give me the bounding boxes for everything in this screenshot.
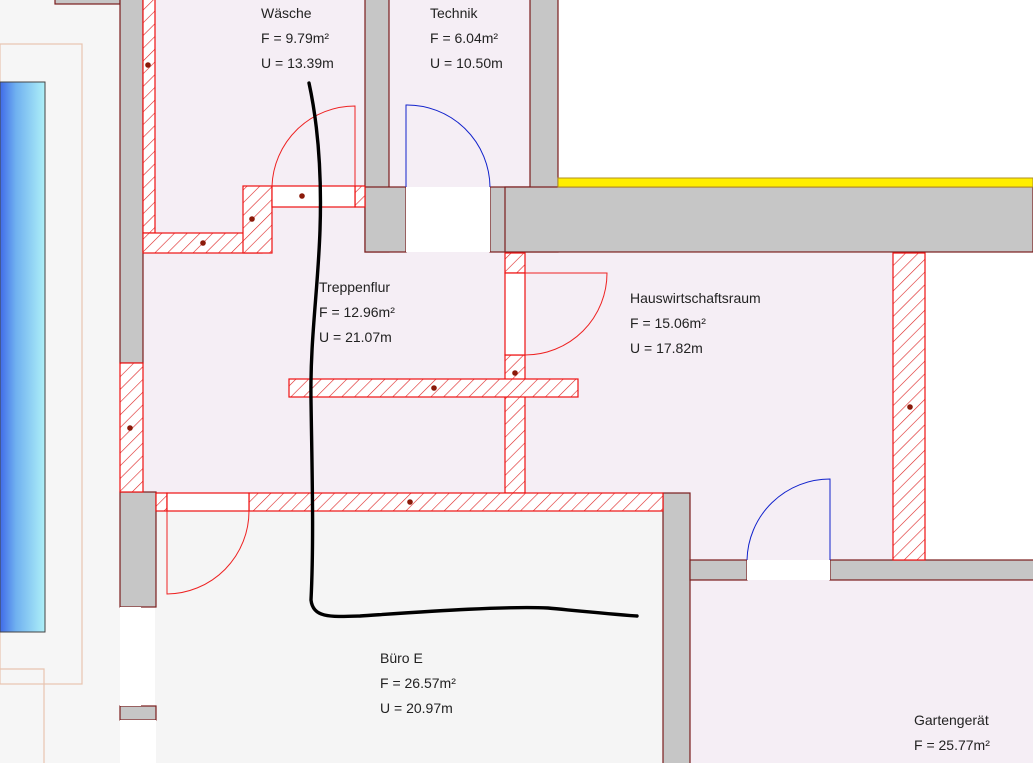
room-area: F = 12.96m² bbox=[319, 304, 395, 320]
hand-drawn-marker-line bbox=[307, 81, 639, 619]
room-label-waesche: Wäsche F = 9.79m² U = 13.39m bbox=[261, 1, 334, 76]
wall-technik-right bbox=[529, 0, 559, 199]
door-waesche bbox=[271, 185, 356, 208]
room-name: Treppenflur bbox=[319, 279, 391, 295]
door-hwr bbox=[504, 272, 526, 356]
door-swing-garten bbox=[746, 478, 831, 561]
door-swing-waesche bbox=[271, 105, 356, 187]
room-area: F = 25.77m² bbox=[914, 737, 990, 753]
room-buero-e bbox=[155, 511, 663, 763]
partition-buero-left-jamb bbox=[155, 492, 168, 512]
room-area: F = 9.79m² bbox=[261, 30, 330, 46]
room-fills bbox=[143, 0, 1033, 763]
wall-exterior-north bbox=[504, 186, 1033, 253]
room-area: F = 6.04m² bbox=[430, 30, 499, 46]
room-area: F = 26.57m² bbox=[380, 675, 456, 691]
room-name: Büro E bbox=[380, 650, 423, 666]
door-swings bbox=[166, 104, 831, 595]
wall-left-upper bbox=[119, 0, 144, 364]
room-name: Technik bbox=[430, 5, 478, 21]
room-name: Hauswirtschaftsraum bbox=[630, 290, 761, 306]
room-perimeter: U = 21.07m bbox=[319, 329, 392, 345]
room-treppenflur bbox=[143, 233, 513, 493]
room-gartengeraet bbox=[690, 580, 1033, 763]
room-area: F = 15.06m² bbox=[630, 315, 706, 331]
room-perimeter: U = 20.97m bbox=[380, 700, 453, 716]
wall-left-stub bbox=[119, 705, 157, 721]
door-swing-technik bbox=[405, 104, 491, 188]
wall-garten-left bbox=[689, 559, 748, 581]
room-perimeter: U = 10.50m bbox=[430, 55, 503, 71]
partition-door-jamb-top bbox=[504, 252, 526, 274]
door-opening-technik bbox=[406, 187, 490, 252]
room-label-technik: Technik F = 6.04m² U = 10.50m bbox=[430, 1, 503, 76]
door-swing-hwr bbox=[524, 272, 608, 356]
partition-waesche-step bbox=[242, 185, 273, 254]
pool-area bbox=[0, 0, 120, 763]
pool-water bbox=[0, 81, 46, 633]
room-perimeter: U = 17.82m bbox=[630, 340, 703, 356]
room-technik bbox=[389, 0, 530, 187]
door-buero bbox=[166, 492, 250, 512]
wall-garten-right bbox=[829, 559, 1033, 581]
room-label-treppenflur: Treppenflur F = 12.96m² U = 21.07m bbox=[319, 275, 395, 350]
room-label-buero-e: Büro E F = 26.57m² U = 20.97m bbox=[380, 646, 456, 721]
door-opening-garten bbox=[747, 560, 830, 580]
room-name: Gartengerät bbox=[914, 712, 989, 728]
concrete-walls bbox=[54, 0, 1033, 763]
room-label-gartengeraet: Gartengerät F = 25.77m² bbox=[914, 708, 990, 758]
wall-technik-bottom-left bbox=[364, 186, 407, 253]
wall-buero-right bbox=[662, 492, 691, 763]
window-opening-left bbox=[120, 607, 141, 706]
yellow-band bbox=[557, 177, 1033, 188]
wall-top-left bbox=[54, 0, 121, 5]
wall-left-lower bbox=[119, 491, 157, 608]
wall-markers bbox=[127, 62, 913, 505]
door-swing-buero bbox=[166, 510, 250, 595]
partition-waesche-right bbox=[354, 185, 366, 208]
room-label-hauswirtschaftsraum: Hauswirtschaftsraum F = 15.06m² U = 17.8… bbox=[630, 286, 761, 361]
room-perimeter: U = 13.39m bbox=[261, 55, 334, 71]
room-name: Wäsche bbox=[261, 5, 312, 21]
partition-waesche-left bbox=[142, 0, 156, 234]
